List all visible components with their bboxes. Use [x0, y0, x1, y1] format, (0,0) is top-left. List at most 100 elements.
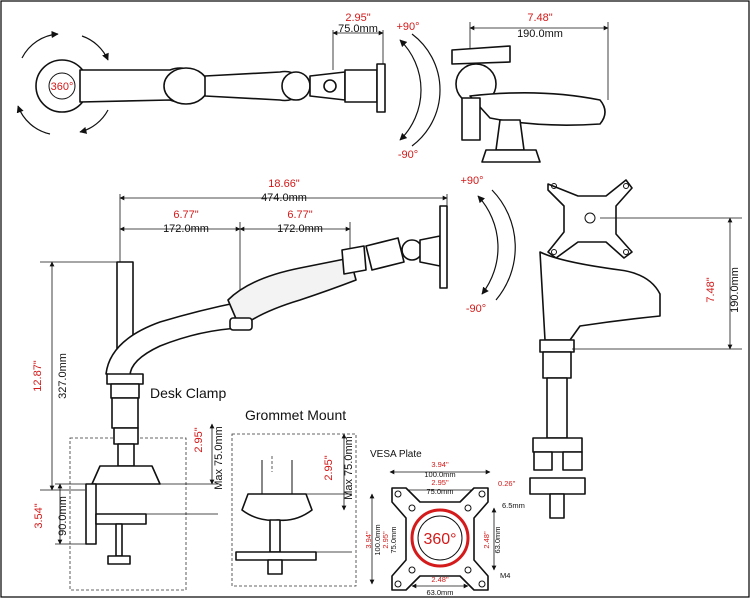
head-block: [341, 245, 367, 275]
vesa-top2-in: 2.95": [431, 478, 449, 487]
side-stem: [495, 119, 525, 151]
vesa-right-mm: 63.0mm: [493, 526, 502, 553]
vesa-top1-mm: 100.0mm: [424, 470, 455, 479]
monitor-plate: [439, 205, 448, 289]
main-side-view: 18.66" 474.0mm 6.77" 172.0mm 6.77" 172.0…: [32, 175, 516, 491]
arm-joint: [163, 67, 209, 105]
front-clamp-plate: [529, 477, 586, 495]
clamp-c-body: [85, 483, 97, 545]
clamp-screw: [115, 523, 123, 557]
vesa-hole: [394, 580, 402, 588]
rotation-arrow-icon: [16, 105, 51, 135]
front-height-in: 7.48": [705, 277, 717, 302]
main-arm1-mm: 172.0mm: [163, 223, 209, 235]
vesa-plate-body: [391, 487, 489, 591]
vesa-left1-mm: 100.0mm: [373, 524, 382, 555]
side-post: [461, 97, 481, 141]
front-height-mm: 190.0mm: [729, 267, 741, 313]
rotation-arrow-icon: [81, 35, 109, 61]
rotation-arrow-icon: [79, 109, 109, 134]
top-view: 360° 2.95" 75.0mm +90° -90°: [16, 12, 441, 161]
side-view-top: 7.48" 190.0mm: [451, 12, 609, 163]
front-clamp-body: [562, 451, 583, 471]
vesa-top2-mm: 75.0mm: [426, 487, 453, 496]
main-pole-mm: 327.0mm: [57, 353, 69, 399]
clamp-cap: [113, 427, 139, 445]
vesa-hole: [623, 249, 629, 255]
clamp-head: [451, 45, 511, 65]
vesa-rotation-ring: [410, 508, 470, 568]
pole-collar: [106, 373, 144, 385]
main-arm2-in: 6.77": [287, 209, 312, 221]
grommet-nut: [267, 559, 283, 575]
front-view: 7.48" 190.0mm: [529, 179, 742, 519]
main-tilt-up: +90°: [460, 175, 483, 187]
vesa-bottom-in: 2.48": [431, 575, 449, 584]
grommet-top-plate: [241, 493, 313, 522]
vesa-hole: [464, 566, 472, 574]
desk-clamp: Desk Clamp 2.95" Max 75.0mm 3.54" 90.0mm: [33, 385, 226, 591]
main-arm2-mm: 172.0mm: [277, 223, 323, 235]
arm-elbow: [281, 71, 311, 101]
vesa-hole: [551, 183, 557, 189]
vesa-hole: [408, 504, 416, 512]
main-reach-mm: 474.0mm: [261, 192, 307, 204]
pole-collar-2: [110, 383, 140, 399]
vesa-left2-in: 2.95": [381, 531, 390, 549]
vesa-hole: [408, 566, 416, 574]
main-tilt-down: -90°: [466, 303, 486, 315]
clamp-knob: [107, 555, 131, 565]
front-collar: [539, 339, 575, 353]
upper-arm: [227, 257, 357, 329]
vesa-hole: [623, 183, 629, 189]
vesa-left2-mm: 75.0mm: [389, 526, 398, 553]
vesa-plate-front: [547, 179, 633, 259]
main-pole-in: 12.87": [32, 360, 44, 392]
top-rotation-label: 360°: [51, 81, 74, 93]
vesa-top1-in: 3.94": [431, 460, 449, 469]
top-tilt-up: +90°: [396, 21, 419, 33]
vesa-screw-label: M4: [500, 571, 510, 580]
grommet-max-in: 2.95": [323, 455, 335, 480]
main-arm1-in: 6.77": [173, 209, 198, 221]
clamp-max-in: 2.95": [193, 427, 205, 452]
side-foot: [481, 149, 541, 163]
elbow-cap: [229, 317, 253, 331]
grommet-max-mm: Max 75.0mm: [343, 436, 355, 500]
tilt-arc-icon: [477, 195, 499, 295]
vesa-plate: VESA Plate 3.94" 100.0mm 2.95" 75.0mm 0.…: [364, 449, 525, 597]
vesa-hole: [394, 490, 402, 498]
clamp-max-mm: Max 75.0mm: [213, 426, 225, 490]
clamp-stem: [117, 443, 135, 467]
vesa-corner-mm: 6.5mm: [502, 501, 525, 510]
top-depth-in: 2.95": [345, 12, 370, 24]
grommet-lower-plate: [235, 551, 317, 561]
rotation-circle: [48, 72, 76, 100]
clamp-size-in: 3.54": [33, 503, 45, 528]
rotation-arrow-icon: [21, 30, 59, 59]
clamp-lower-jaw: [95, 513, 147, 525]
main-reach-in: 18.66": [268, 178, 300, 190]
front-pole: [546, 377, 568, 439]
head-link: [365, 237, 405, 271]
grommet-bolt: [269, 519, 281, 553]
tilt-knob: [323, 79, 337, 93]
clamp-top-plate: [91, 465, 161, 485]
grommet-title: Grommet Mount: [245, 407, 346, 423]
side-width-mm: 190.0mm: [517, 28, 563, 40]
clamp-pole: [111, 397, 139, 429]
vesa-hole: [464, 504, 472, 512]
vesa-center-hole: [584, 212, 596, 224]
vesa-hole: [478, 490, 486, 498]
top-tilt-down: -90°: [398, 149, 418, 161]
clamp-size-mm: 90.0mm: [57, 496, 69, 536]
side-arm: [469, 92, 606, 126]
tilt-arc-outer: [411, 33, 441, 147]
side-width-in: 7.48": [527, 12, 552, 24]
vesa-inner-ring: [417, 515, 463, 561]
front-clamp-top: [532, 437, 583, 453]
top-depth-mm: 75.0mm: [338, 23, 378, 35]
vesa-bracket: [344, 69, 378, 103]
